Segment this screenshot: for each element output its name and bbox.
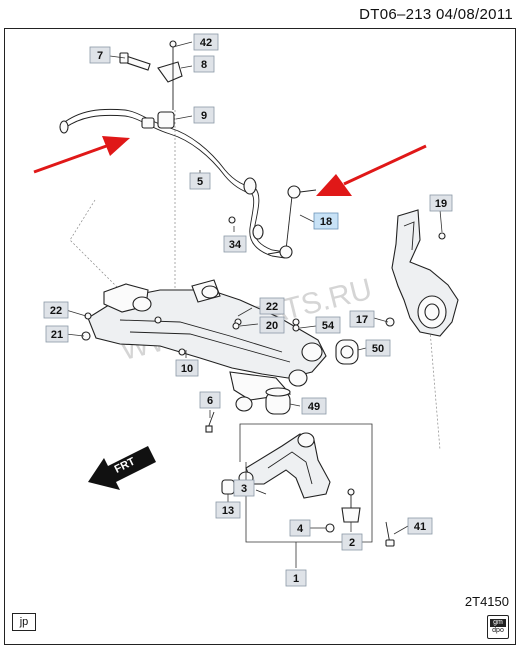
callout-50[interactable]: 50	[365, 339, 391, 357]
svg-text:22: 22	[50, 305, 62, 317]
svg-text:50: 50	[372, 343, 384, 355]
svg-text:34: 34	[229, 239, 242, 251]
callout-21[interactable]: 21	[45, 325, 69, 343]
svg-text:13: 13	[222, 505, 234, 517]
callout-41[interactable]: 41	[407, 517, 433, 535]
svg-text:41: 41	[414, 521, 426, 533]
svg-text:5: 5	[197, 176, 203, 188]
callout-18[interactable]: 18	[313, 212, 339, 230]
svg-text:4: 4	[297, 523, 304, 535]
callout-22-left[interactable]: 22	[43, 301, 69, 319]
callout-17[interactable]: 17	[349, 310, 375, 328]
callout-19[interactable]: 19	[429, 194, 453, 212]
svg-text:1: 1	[293, 573, 299, 585]
stabilizer-link	[267, 185, 317, 259]
bolt-6	[205, 411, 215, 433]
callout-4[interactable]: 4	[289, 519, 311, 537]
lower-control-arm	[238, 432, 331, 499]
document-code: DT06–213 04/08/2011	[359, 6, 513, 23]
svg-text:7: 7	[97, 50, 103, 62]
language-tag: jp	[12, 613, 36, 631]
callout-8[interactable]: 8	[193, 55, 215, 73]
svg-text:17: 17	[356, 314, 368, 326]
svg-text:18: 18	[320, 216, 332, 228]
callout-7[interactable]: 7	[89, 46, 111, 64]
red-arrow-left	[33, 136, 130, 174]
diagram-frame	[4, 28, 516, 645]
svg-text:42: 42	[200, 37, 212, 49]
callout-3[interactable]: 3	[233, 479, 255, 497]
nut-4	[325, 523, 335, 533]
callout-20[interactable]: 20	[259, 316, 285, 334]
drawing-id: 2T4150	[464, 594, 509, 609]
callout-2[interactable]: 2	[341, 533, 363, 551]
callout-13[interactable]: 13	[215, 501, 241, 519]
brand-logo-top: gm	[490, 619, 506, 627]
callout-10[interactable]: 10	[175, 359, 199, 377]
brand-logo-bottom: dpo	[492, 627, 504, 634]
svg-text:19: 19	[435, 198, 447, 210]
svg-text:22: 22	[266, 301, 278, 313]
steering-knuckle	[385, 209, 459, 337]
svg-text:21: 21	[51, 329, 63, 341]
svg-text:3: 3	[241, 483, 247, 495]
svg-text:49: 49	[308, 401, 320, 413]
svg-text:9: 9	[201, 110, 207, 122]
front-direction-arrow: FRT	[88, 446, 156, 490]
callout-22-right[interactable]: 22	[259, 297, 285, 315]
svg-text:8: 8	[201, 59, 207, 71]
callout-34[interactable]: 34	[223, 235, 247, 253]
callout-5[interactable]: 5	[189, 172, 211, 190]
callout-6[interactable]: 6	[199, 391, 221, 409]
bushing-50	[335, 339, 359, 365]
callout-49[interactable]: 49	[301, 397, 327, 415]
red-arrow-right	[316, 144, 427, 196]
callout-1[interactable]: 1	[285, 569, 307, 587]
ball-joint	[341, 488, 361, 523]
bolt-41	[385, 521, 395, 547]
callout-54[interactable]: 54	[315, 316, 341, 334]
svg-text:2: 2	[349, 537, 355, 549]
callout-42[interactable]: 42	[193, 33, 219, 51]
fasteners-small	[81, 216, 300, 341]
callout-9[interactable]: 9	[193, 106, 215, 124]
svg-text:54: 54	[322, 320, 335, 332]
brand-logo: gm dpo	[487, 615, 509, 639]
stabilizer-bar	[59, 40, 286, 259]
svg-text:20: 20	[266, 320, 278, 332]
svg-text:10: 10	[181, 363, 193, 375]
svg-text:6: 6	[207, 395, 213, 407]
bushing-49	[265, 387, 291, 415]
